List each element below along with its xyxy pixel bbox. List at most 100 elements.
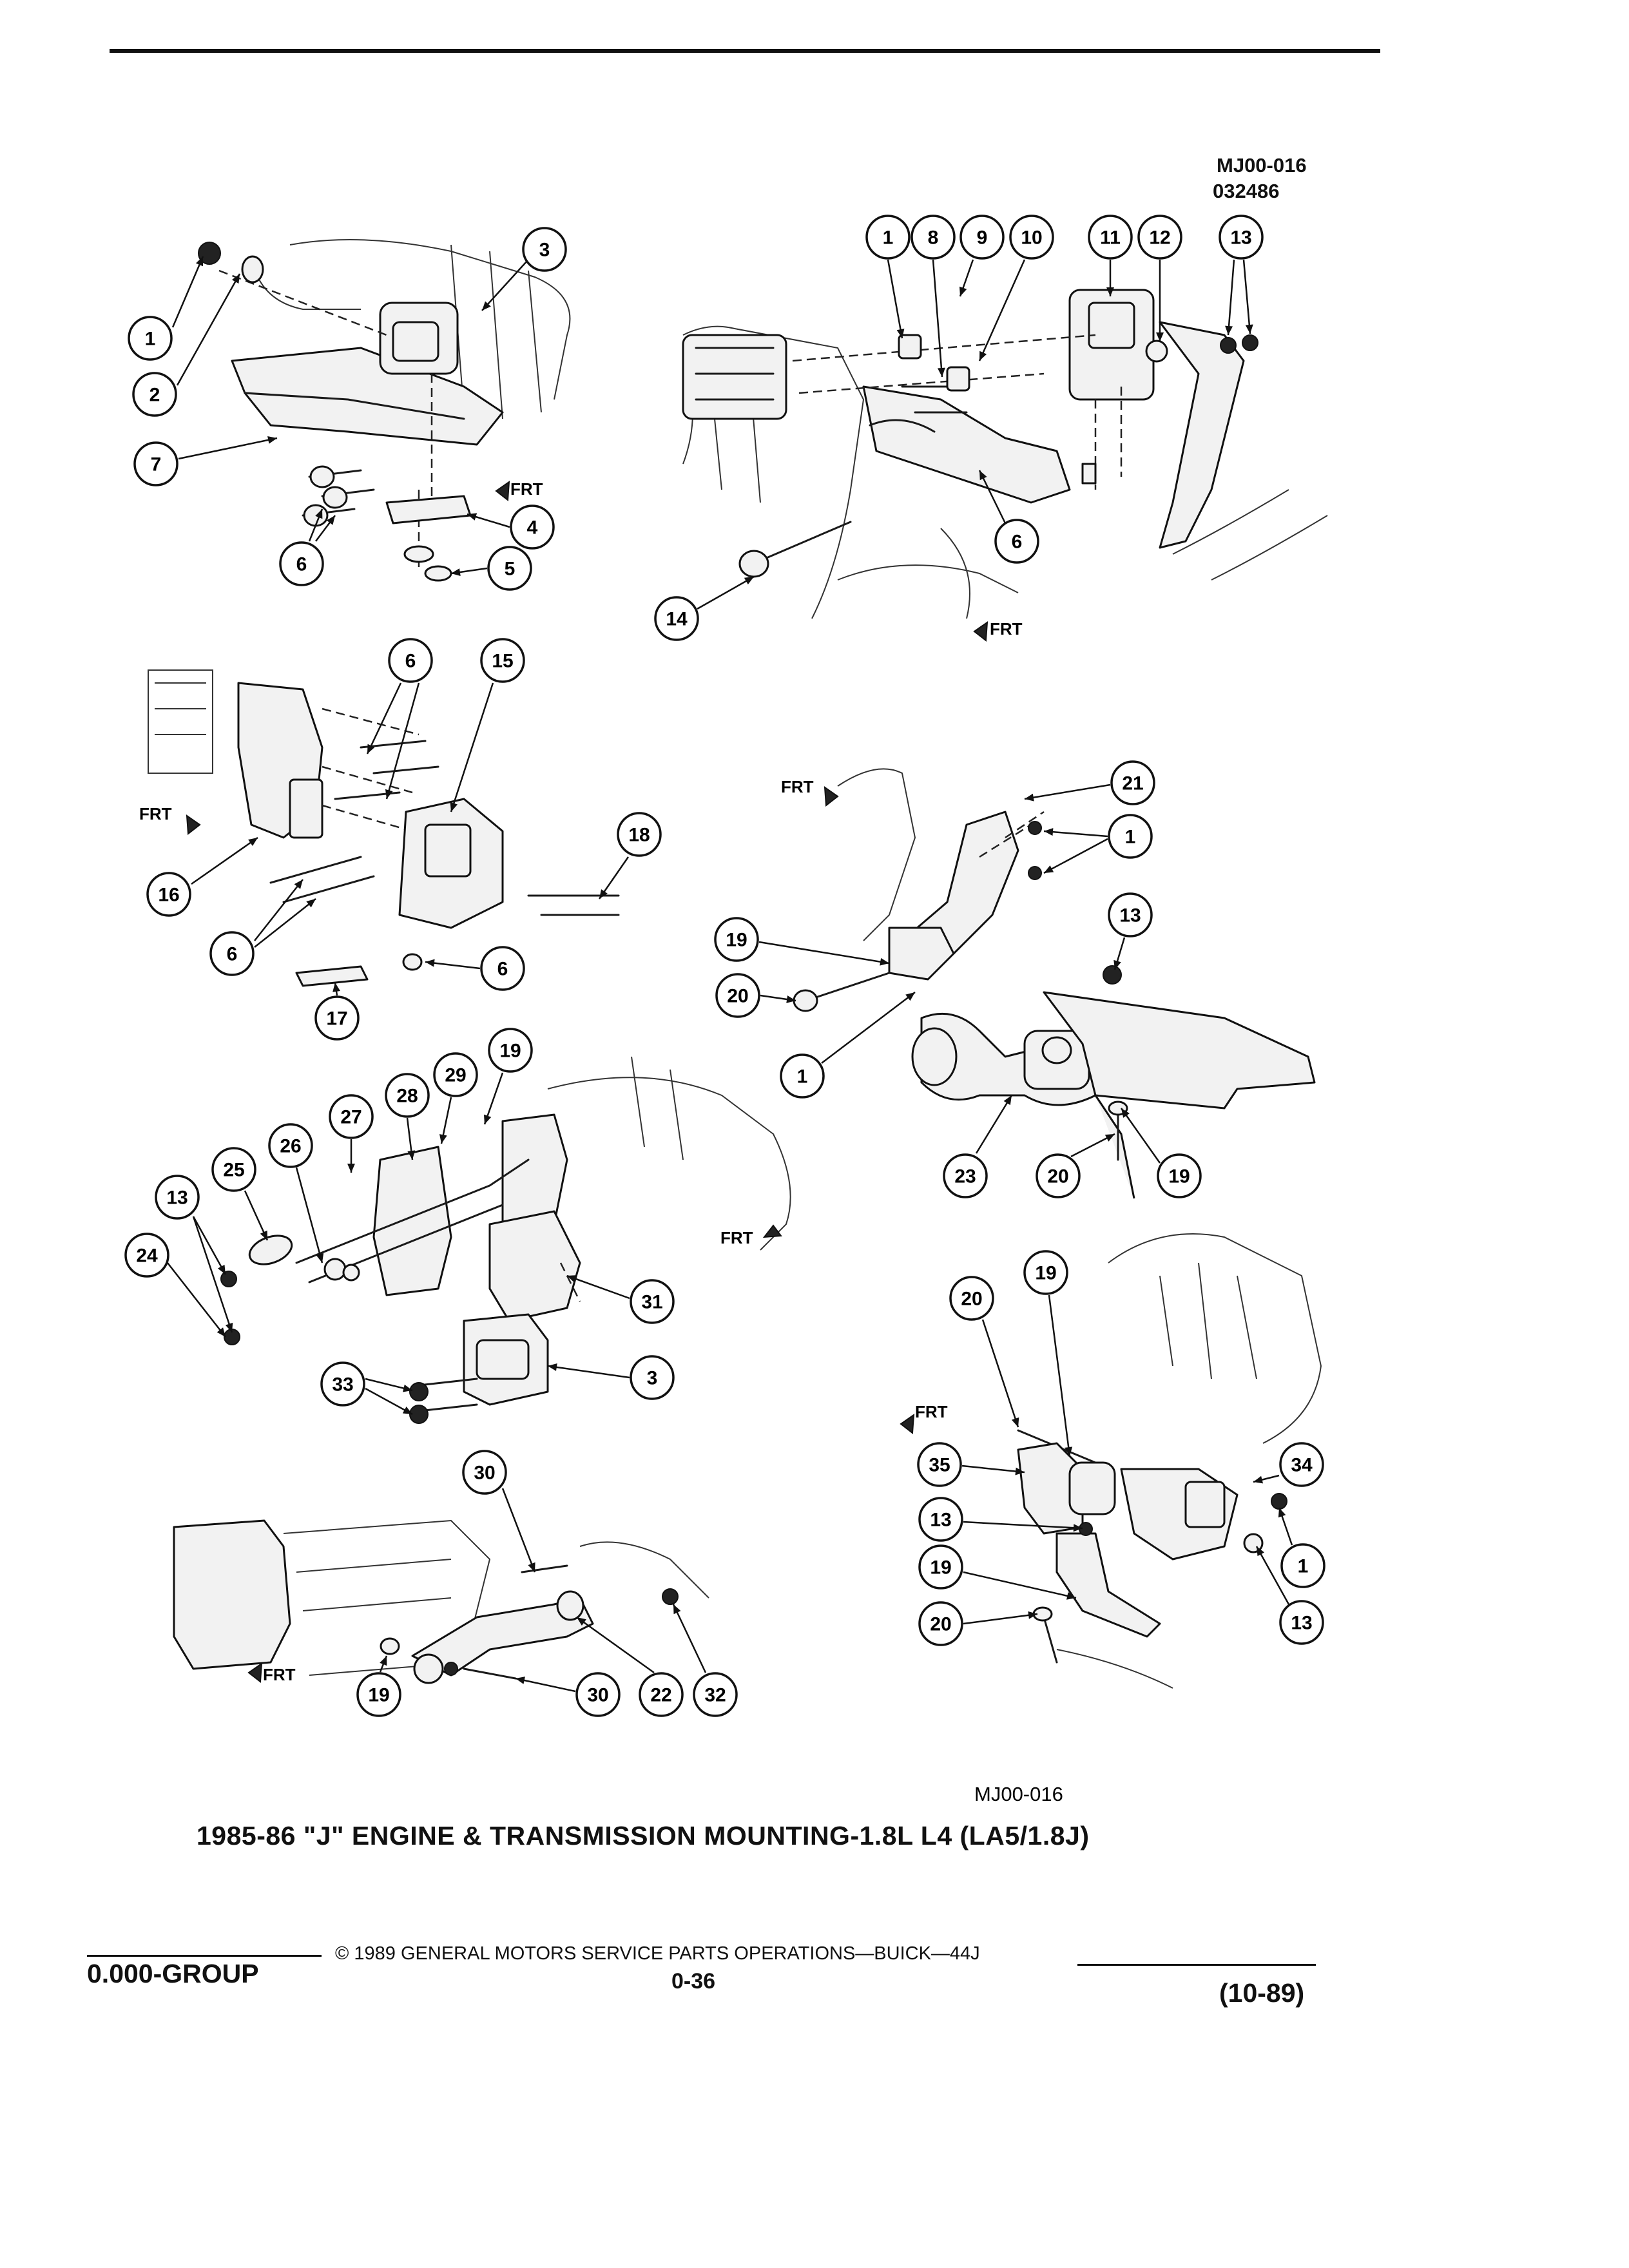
leader-arrowhead bbox=[267, 436, 277, 444]
frt-label: FRT bbox=[263, 1665, 296, 1684]
frt-arrow-2: FRT bbox=[973, 619, 1023, 642]
callout-number: 6 bbox=[405, 651, 416, 672]
callout-number: 6 bbox=[1012, 532, 1023, 553]
leader-line bbox=[978, 470, 1007, 524]
callout-19: 19 bbox=[714, 917, 759, 962]
leader-arrowhead bbox=[1073, 1524, 1083, 1532]
callout-7: 7 bbox=[133, 441, 178, 486]
callout-number: 16 bbox=[158, 885, 179, 906]
callout-13: 13 bbox=[1219, 215, 1264, 260]
leader-arrowhead bbox=[567, 1275, 577, 1283]
callout-19: 19 bbox=[918, 1544, 963, 1590]
page-number: 0-36 bbox=[671, 1969, 716, 1994]
leader-arrowhead bbox=[1156, 332, 1164, 341]
leader-line bbox=[978, 259, 1026, 361]
callout-circle bbox=[780, 1053, 825, 1099]
callout-number: 22 bbox=[650, 1685, 671, 1706]
panel-transmission-mount bbox=[682, 289, 1328, 619]
leader-arrowhead bbox=[316, 1253, 324, 1263]
callout-number: 20 bbox=[961, 1289, 982, 1310]
footer-rule-right bbox=[1077, 1964, 1316, 1966]
callout-19: 19 bbox=[356, 1672, 401, 1717]
leader-arrowhead bbox=[407, 1150, 416, 1160]
callout-19: 19 bbox=[1023, 1250, 1068, 1295]
leader-line bbox=[254, 898, 316, 948]
callout-number: 7 bbox=[151, 454, 162, 476]
callout-number: 2 bbox=[149, 385, 160, 406]
callout-number: 35 bbox=[929, 1455, 950, 1476]
leader-line bbox=[1043, 838, 1108, 874]
leader-arrowhead bbox=[1253, 1475, 1264, 1484]
leader-arrowhead bbox=[548, 1363, 557, 1371]
callout-number: 28 bbox=[396, 1086, 418, 1107]
callout-number: 19 bbox=[726, 930, 747, 951]
top-rule bbox=[110, 49, 1380, 53]
leader-line bbox=[697, 575, 755, 610]
callout-circle bbox=[918, 1497, 963, 1542]
callout-circle bbox=[211, 1147, 256, 1192]
frt-arrow-4: FRT bbox=[781, 777, 839, 807]
callout-circle bbox=[488, 1028, 533, 1073]
leader-arrowhead bbox=[744, 577, 754, 585]
frt-arrow-6: FRT bbox=[900, 1402, 948, 1434]
leader-arrowhead bbox=[482, 301, 491, 311]
leader-arrowhead bbox=[1066, 1592, 1076, 1600]
leader-line bbox=[566, 1274, 630, 1300]
leader-arrowhead bbox=[451, 568, 461, 576]
callout-circle bbox=[1279, 1600, 1324, 1645]
callout-1: 1 bbox=[1280, 1543, 1325, 1588]
revision-date: (10-89) bbox=[1219, 1978, 1305, 2008]
leader-arrowhead bbox=[1121, 1108, 1130, 1118]
callout-number: 6 bbox=[497, 959, 508, 980]
leader-line bbox=[1120, 1108, 1161, 1164]
callout-number: 1 bbox=[1298, 1556, 1309, 1577]
leader-arrowhead bbox=[1044, 865, 1054, 873]
leader-arrowhead bbox=[1011, 1417, 1019, 1427]
callout-8: 8 bbox=[911, 215, 956, 260]
callout-number: 26 bbox=[280, 1136, 301, 1157]
callout-number: 25 bbox=[223, 1160, 244, 1181]
callout-number: 13 bbox=[166, 1187, 188, 1209]
callout-15: 15 bbox=[480, 638, 525, 683]
callout-31: 31 bbox=[630, 1279, 675, 1324]
callout-circle bbox=[1279, 1442, 1324, 1487]
frt-arrow-3: FRT bbox=[139, 804, 201, 835]
leader-line bbox=[961, 1465, 1025, 1474]
leader-line bbox=[191, 836, 258, 885]
leader-line bbox=[450, 682, 494, 812]
leader-line bbox=[887, 259, 903, 339]
leader-arrowhead bbox=[425, 959, 435, 967]
leader-line bbox=[932, 259, 943, 378]
leader-line bbox=[244, 1190, 269, 1241]
callout-1: 1 bbox=[1108, 814, 1153, 859]
callout-circle bbox=[911, 215, 956, 260]
callout-circle bbox=[1110, 760, 1155, 805]
leader-arrowhead bbox=[1113, 959, 1121, 970]
callout-circle bbox=[320, 1361, 365, 1407]
leader-arrowhead bbox=[577, 1617, 586, 1626]
callout-34: 34 bbox=[1279, 1442, 1324, 1487]
figure-code-bottom: MJ00-016 bbox=[974, 1783, 1063, 1805]
callout-circle bbox=[714, 917, 759, 962]
callout-circle bbox=[639, 1672, 684, 1717]
callout-17: 17 bbox=[314, 995, 360, 1041]
leader-line bbox=[821, 992, 916, 1064]
callout-number: 19 bbox=[1035, 1263, 1056, 1284]
leader-arrowhead bbox=[979, 351, 987, 361]
callout-circle bbox=[133, 441, 178, 486]
callout-number: 1 bbox=[145, 329, 156, 350]
callout-circle bbox=[630, 1279, 675, 1324]
callout-number: 19 bbox=[499, 1041, 521, 1062]
callout-circle bbox=[715, 973, 760, 1018]
callout-circle bbox=[124, 1233, 169, 1278]
callout-number: 11 bbox=[1100, 227, 1121, 249]
leader-arrowhead bbox=[528, 1562, 535, 1572]
leader-line bbox=[1024, 783, 1111, 800]
callout-12: 12 bbox=[1137, 215, 1182, 260]
callout-circle bbox=[388, 638, 433, 683]
callout-5: 5 bbox=[487, 546, 532, 591]
callout-26: 26 bbox=[268, 1123, 313, 1168]
frt-label: FRT bbox=[720, 1228, 753, 1247]
